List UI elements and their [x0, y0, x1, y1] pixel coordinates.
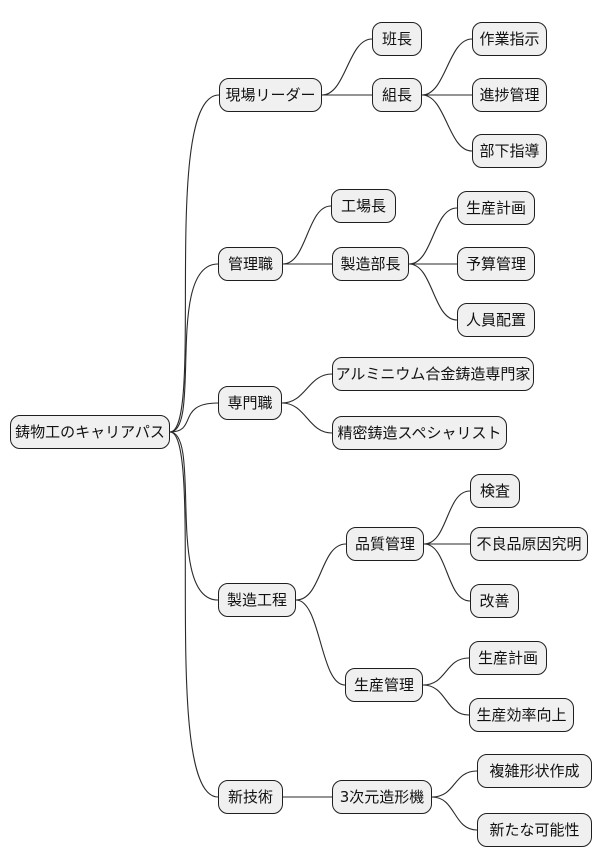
- node-production-management: 生産管理: [345, 668, 423, 702]
- node-management: 管理職: [218, 247, 283, 281]
- node-factory-head: 工場長: [331, 189, 396, 223]
- edge-process-quality: [295, 543, 347, 601]
- node-inspection: 検査: [470, 474, 520, 508]
- node-hancho: 班長: [372, 22, 422, 56]
- node-new-possibilities: 新たな可能性: [477, 813, 592, 847]
- node-production-plan-1: 生産計画: [457, 191, 535, 225]
- edge-3dprinter-new-possibility: [431, 796, 478, 831]
- node-3d-printer: 3次元造形機: [332, 780, 432, 814]
- node-budget-management: 予算管理: [457, 247, 535, 281]
- node-work-instruction: 作業指示: [472, 22, 547, 56]
- node-staff-allocation: 人員配置: [457, 303, 535, 337]
- edge-mfg-director-production-plan: [408, 207, 458, 265]
- edge-mfg-director-staffing: [408, 263, 458, 321]
- edge-specialist-aluminum: [281, 373, 333, 404]
- node-kumicho: 組長: [372, 78, 422, 112]
- node-root-career-path: 鋳物工のキャリアパス: [10, 415, 170, 449]
- edge-root-newtech: [169, 431, 219, 798]
- edge-root-management: [169, 263, 219, 433]
- edge-root-specialist: [169, 402, 219, 433]
- edge-quality-inspection: [423, 490, 471, 545]
- node-subordinate-guidance: 部下指導: [472, 134, 547, 168]
- node-manufacturing-process: 製造工程: [218, 583, 296, 617]
- edge-quality-kaizen: [423, 543, 471, 602]
- node-quality-management: 品質管理: [346, 527, 424, 561]
- edge-root-site-leader: [169, 94, 220, 433]
- edge-production-mgmt-efficiency: [422, 684, 470, 716]
- edge-specialist-precision: [281, 402, 333, 434]
- node-kaizen: 改善: [470, 584, 519, 618]
- node-mfg-director: 製造部長: [332, 247, 409, 281]
- edge-3dprinter-complex-shapes: [431, 770, 478, 798]
- edge-process-production-mgmt: [295, 599, 346, 686]
- node-precision-casting-specialist: 精密鋳造スペシャリスト: [332, 416, 507, 450]
- edge-management-factory-head: [282, 205, 332, 265]
- edge-site-leader-hancho: [321, 38, 373, 96]
- node-complex-shape-creation: 複雑形状作成: [477, 754, 592, 788]
- edge-kumicho-subordinate: [421, 94, 473, 152]
- node-site-leader: 現場リーダー: [219, 78, 322, 112]
- node-defect-cause-investigation: 不良品原因究明: [470, 527, 588, 561]
- edge-kumicho-work-instruction: [421, 38, 473, 96]
- node-production-plan-2: 生産計画: [469, 641, 547, 675]
- node-specialist: 専門職: [218, 386, 282, 420]
- node-new-technology: 新技術: [218, 780, 283, 814]
- node-production-efficiency: 生産効率向上: [469, 698, 574, 732]
- node-progress-management: 進捗管理: [472, 78, 547, 112]
- edge-root-process: [169, 431, 219, 601]
- edge-production-mgmt-plan: [422, 657, 470, 686]
- node-aluminum-casting-expert: アルミニウム合金鋳造専門家: [332, 357, 534, 391]
